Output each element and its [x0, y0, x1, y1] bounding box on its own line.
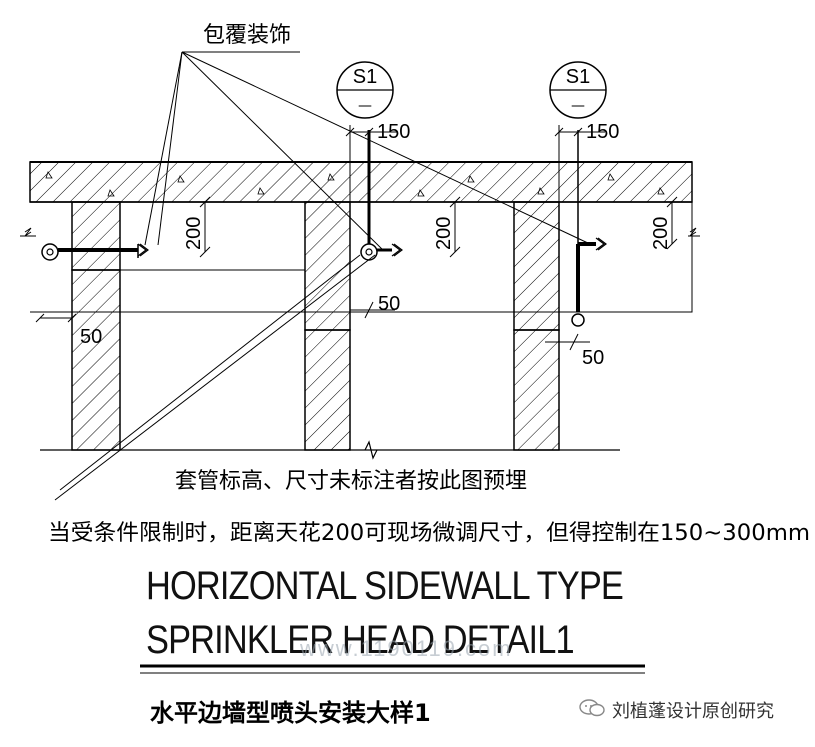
dim-200-left: 200 [183, 217, 205, 250]
watermark: www.1190119.com [300, 636, 513, 661]
callout-cladding: 包覆装饰 [203, 23, 291, 48]
wall-middle [304, 329, 351, 451]
wechat-icon [579, 699, 605, 717]
sprinkler-middle [360, 130, 403, 261]
symbol-s1-middle: S1 — [336, 61, 394, 119]
symbol-code: S1 [566, 66, 590, 88]
note-adjust: 当受条件限制时，距离天花200可现场微调尺寸，但得控制在150~300mm [48, 521, 810, 546]
title-en-line2: SPRINKLER HEAD DETAIL1 [146, 618, 575, 662]
symbol-code: S1 [353, 66, 377, 88]
symbol-sub: — [358, 98, 372, 114]
ceiling-lines [20, 201, 700, 460]
dim-200-right: 200 [650, 217, 672, 250]
dim-150-middle: 150 [377, 121, 410, 143]
dim-200-middle: 200 [433, 217, 455, 250]
symbol-s1-right: S1 — [549, 61, 607, 119]
dim-50-right: 50 [582, 347, 604, 369]
beam-middle [304, 201, 351, 331]
beam-left [71, 201, 121, 271]
sprinkler-right [571, 130, 607, 327]
concrete-slab [29, 161, 693, 203]
symbol-sub: — [571, 98, 585, 114]
beam-right [513, 201, 560, 331]
dim-150-right: 150 [586, 121, 619, 143]
dim-50-left: 50 [80, 326, 102, 348]
note-sleeve: 套管标高、尺寸未标注者按此图预埋 [175, 469, 527, 494]
title-cn: 水平边墙型喷头安装大样1 [150, 699, 431, 727]
wall-right [513, 329, 560, 451]
title-en-line1: HORIZONTAL SIDEWALL TYPE [146, 564, 624, 608]
wall-left [71, 269, 121, 451]
sprinkler-left [41, 243, 149, 261]
brand-name: 刘植蓬设计原创研究 [612, 701, 774, 722]
dim-50-middle: 50 [378, 293, 400, 315]
dimensions [35, 125, 678, 351]
callout-leaders [54, 51, 591, 501]
